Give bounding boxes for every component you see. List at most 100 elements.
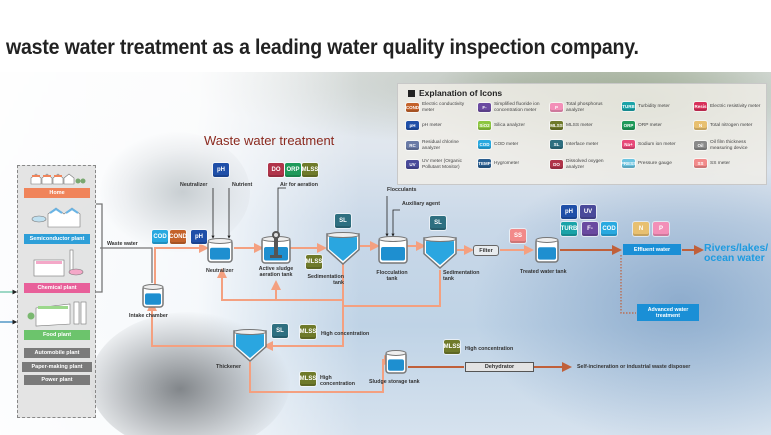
mlss-icon: MLSS (550, 121, 563, 130)
cond-sensor-icon: COND (169, 230, 187, 244)
treated-water-tank (535, 237, 559, 263)
legend-item-label: Interface meter (566, 141, 599, 147)
page-headline: waste water treatment as a leading water… (6, 36, 639, 59)
sludge-storage-tank (385, 350, 407, 374)
legend-item-label: COD meter (494, 141, 519, 147)
home-buildings-icon (30, 172, 86, 185)
label-waste-water: Waste water (107, 241, 138, 247)
legend-item-label: SS meter (710, 160, 730, 166)
sedimentation-tank-2 (423, 236, 457, 269)
oil-icon: Oil (694, 141, 707, 150)
legend-item-label: Sodium ion meter (638, 141, 676, 147)
legend-item: F-Simplified fluoride ion concentration … (478, 102, 548, 113)
orp-sensor-icon: ORP (285, 163, 301, 177)
cod-sensor-icon: COD (601, 222, 617, 236)
legend-item-label: Total nitrogen meter (710, 122, 753, 128)
legend-item-label: Electric conductivity meter (422, 102, 465, 113)
temp-icon: TEMP (478, 159, 491, 168)
ph-icon: pH (406, 121, 419, 130)
do-icon: DO (550, 160, 563, 169)
thickener-tank (233, 329, 267, 362)
legend-item-label: Residual chlorine analyzer (422, 140, 459, 151)
aerator-icon (270, 231, 282, 258)
sedimentation-tank-1 (326, 232, 360, 265)
label-flocculation-tank: Flocculation tank (376, 270, 408, 282)
label-neutralizer: Neutralizer (206, 268, 234, 274)
label-high-concentration-3: High concentration (465, 346, 514, 352)
uv-icon: UV (406, 160, 419, 169)
label-aeration-tank: Active sludge aeration tank (258, 266, 294, 278)
semiconductor-plant-icon (30, 202, 86, 228)
press-icon: PRESS (621, 159, 636, 168)
legend-item: Na+Sodium ion meter (622, 140, 692, 149)
label-disposal: Self-incineration or industrial waste di… (577, 364, 691, 370)
label-flocculants: Flocculants (387, 187, 417, 193)
label-nutrient: Nutrient (232, 182, 253, 188)
mlss-sensor-icon: MLSS (300, 372, 316, 386)
label-air-aeration: Air for aeration (280, 182, 318, 188)
label-treated-water-tank: Treated water tank (520, 269, 567, 275)
rivers-lakes-ocean-label: Rivers/lakes/ ocean water (704, 242, 769, 264)
orp-icon: ORP (622, 121, 635, 130)
f-sensor-icon: F- (582, 222, 598, 236)
source-paper-making: Paper-making plant (22, 362, 92, 372)
label-sedimentation-tank-1: Sedimentation tank (307, 274, 345, 286)
legend-item-label: Oil film thickness measuring device (710, 140, 748, 151)
turb-sensor-icon: TURB (561, 222, 577, 236)
cond-icon: COND (406, 103, 419, 112)
rc-icon: RC (406, 141, 419, 150)
dehydrator-box: Dehydrator (465, 362, 534, 372)
effluent-water-box: Effluent water (623, 244, 681, 255)
legend-item-label: Turbidity meter (638, 103, 670, 109)
n-sensor-icon: N (633, 222, 649, 236)
ss-icon: SS (694, 159, 707, 168)
turb-icon: TURB (622, 102, 635, 111)
mlss-sensor-icon: MLSS (300, 325, 316, 339)
cod-sensor-icon: COD (152, 230, 168, 244)
mlss-sensor-icon: MLSS (302, 163, 318, 177)
ph-sensor-icon: pH (561, 205, 577, 219)
legend-square-icon (408, 89, 415, 97)
label-high-concentration-1: High concentration (321, 331, 370, 337)
wastewater-sources-panel: Home Semiconductor plant Chemical plant … (17, 165, 96, 418)
ph-sensor-icon: pH (213, 163, 229, 177)
advanced-treatment-box: Advanced water treatment (637, 304, 699, 321)
ph-sensor-icon: pH (191, 230, 207, 244)
diagram-title: Waste water treatment (204, 133, 335, 148)
legend-item-label: pH meter (422, 122, 442, 128)
chemical-plant-icon (30, 248, 86, 278)
legend-item-label: Simplified fluoride ion concentration me… (494, 102, 540, 113)
source-home: Home (24, 188, 90, 198)
sl-sensor-icon: SL (335, 214, 351, 228)
source-food: Food plant (24, 330, 90, 340)
legend-item-label: Pressure gauge (638, 160, 672, 166)
source-chemical: Chemical plant (24, 283, 90, 293)
flocculation-tank (378, 236, 408, 264)
intake-chamber-tank (142, 284, 164, 308)
label-high-concentration-2: High concentration (320, 375, 356, 387)
legend-item-label: Hygrometer (494, 160, 520, 166)
legend-item-label: MLSS meter (566, 122, 593, 128)
food-plant-icon (26, 296, 90, 328)
sodium-icon: Na+ (622, 140, 635, 149)
legend-item-label: UV meter (Organic Pollutant Monitor) (422, 159, 462, 170)
label-sedimentation-tank-2: Sedimentation tank (443, 270, 480, 282)
mlss-sensor-icon: MLSS (444, 340, 460, 354)
legend-title: Explanation of Icons (408, 88, 502, 98)
legend-item-label: Silica analyzer (494, 122, 525, 128)
resis-icon: Resis (694, 102, 707, 111)
mlss-sensor-icon: MLSS (306, 255, 322, 269)
source-semiconductor: Semiconductor plant (24, 234, 90, 244)
label-intake-chamber: Intake chamber (129, 313, 168, 319)
